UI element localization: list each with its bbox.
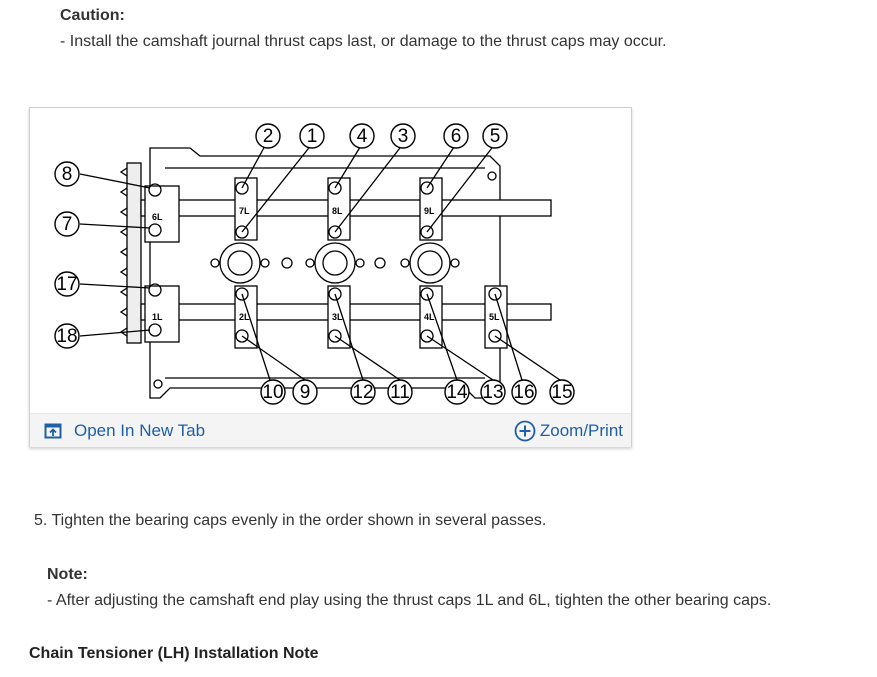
note-title: Note: xyxy=(47,566,88,583)
callout-12: 12 xyxy=(352,382,373,403)
callout-1: 1 xyxy=(307,126,318,147)
cap-label-1l: 1L xyxy=(152,312,163,322)
caution-text: - Install the camshaft journal thrust ca… xyxy=(60,33,667,50)
note-text: - After adjusting the camshaft end play … xyxy=(47,592,772,609)
callout-3: 3 xyxy=(398,126,409,147)
cap-label-2l: 2L xyxy=(239,312,250,322)
callout-4: 4 xyxy=(357,126,368,147)
section-heading: Chain Tensioner (LH) Installation Note xyxy=(29,645,319,662)
callout-9: 9 xyxy=(300,382,311,403)
callout-13: 13 xyxy=(482,382,503,403)
callout-5: 5 xyxy=(490,126,501,147)
cap-label-5l: 5L xyxy=(489,312,500,322)
open-in-new-tab-label: Open In New Tab xyxy=(74,421,206,440)
zoom-plus-icon xyxy=(514,420,536,442)
caution-title: Caution: xyxy=(60,7,125,24)
camshaft-bearing-cap-diagram: 6L 1L 7L 8L 9L 2L 3L 4L 5L 8 7 17 18 xyxy=(54,123,575,405)
callout-15: 15 xyxy=(551,382,572,403)
callout-11: 11 xyxy=(390,382,410,403)
cap-label-4l: 4L xyxy=(424,312,435,322)
callout-2: 2 xyxy=(263,126,274,147)
open-new-tab-icon xyxy=(44,423,62,439)
cap-label-8l: 8L xyxy=(332,206,343,216)
callout-18: 18 xyxy=(56,326,77,347)
callout-10: 10 xyxy=(262,382,283,403)
cap-label-3l: 3L xyxy=(332,312,343,322)
cap-label-6l: 6L xyxy=(152,212,163,222)
zoom-print-label: Zoom/Print xyxy=(539,421,623,440)
figure-card: 6L 1L 7L 8L 9L 2L 3L 4L 5L 8 7 17 18 xyxy=(29,107,632,447)
callout-8: 8 xyxy=(62,164,73,185)
callout-16: 16 xyxy=(513,382,534,403)
figure-toolbar: Open In New Tab Zoom/Print xyxy=(30,413,631,447)
open-in-new-tab-link[interactable]: Open In New Tab xyxy=(44,421,205,441)
zoom-print-button[interactable]: Zoom/Print xyxy=(514,420,623,442)
callout-7: 7 xyxy=(62,214,73,235)
cap-label-7l: 7L xyxy=(239,206,250,216)
cap-label-9l: 9L xyxy=(424,206,435,216)
callout-14: 14 xyxy=(446,382,468,403)
callout-6: 6 xyxy=(451,126,462,147)
callout-17: 17 xyxy=(56,274,77,295)
step-instruction: 5. Tighten the bearing caps evenly in th… xyxy=(34,512,547,529)
